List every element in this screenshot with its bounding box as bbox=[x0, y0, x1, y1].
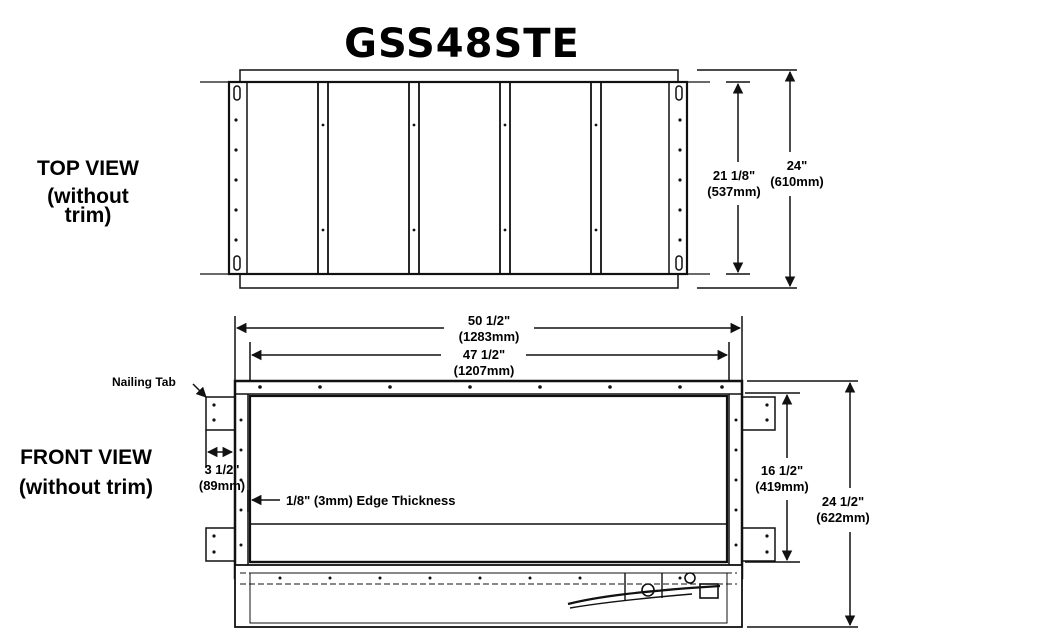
front-inner-height-mm: (419mm) bbox=[755, 479, 808, 494]
front-view-label-line1: FRONT VIEW bbox=[20, 446, 152, 469]
front-outer-height-in: 24 1/2" bbox=[822, 494, 864, 509]
front-outer-width-in: 50 1/2" bbox=[468, 313, 510, 328]
top-view-drawing bbox=[200, 69, 710, 289]
front-inner-height-in: 16 1/2" bbox=[761, 463, 803, 478]
top-view-dimensions bbox=[697, 69, 797, 289]
top-outer-depth-mm: (610mm) bbox=[770, 174, 823, 189]
front-inner-width-in: 47 1/2" bbox=[463, 347, 505, 362]
nailing-tab-leader bbox=[192, 383, 207, 398]
front-view-label-line2: (without trim) bbox=[19, 476, 153, 499]
front-inner-width-mm: (1207mm) bbox=[454, 363, 515, 378]
top-view-label-line2: (without bbox=[47, 185, 129, 208]
tab-width-in: 3 1/2" bbox=[204, 462, 239, 477]
front-outer-width-mm: (1283mm) bbox=[459, 329, 520, 344]
front-height-dimensions bbox=[745, 380, 858, 628]
front-view-screw-dots bbox=[212, 385, 769, 580]
tab-width-mm: (89mm) bbox=[199, 478, 245, 493]
tab-width-dimension bbox=[205, 430, 249, 512]
edge-thickness-label: 1/8" (3mm) Edge Thickness bbox=[286, 493, 455, 508]
top-view-screw-dots bbox=[234, 118, 682, 242]
front-outer-height-mm: (622mm) bbox=[816, 510, 869, 525]
top-view-label-line1: TOP VIEW bbox=[37, 157, 139, 180]
top-inner-depth-in: 21 1/8" bbox=[713, 168, 755, 183]
front-view-drawing bbox=[205, 379, 776, 628]
nailing-tab-label: Nailing Tab bbox=[112, 375, 176, 389]
top-outer-depth-in: 24" bbox=[787, 158, 808, 173]
top-view-label-line3: trim) bbox=[65, 204, 112, 227]
diagram-title: GSS48STE bbox=[344, 21, 580, 67]
top-inner-depth-mm: (537mm) bbox=[707, 184, 760, 199]
